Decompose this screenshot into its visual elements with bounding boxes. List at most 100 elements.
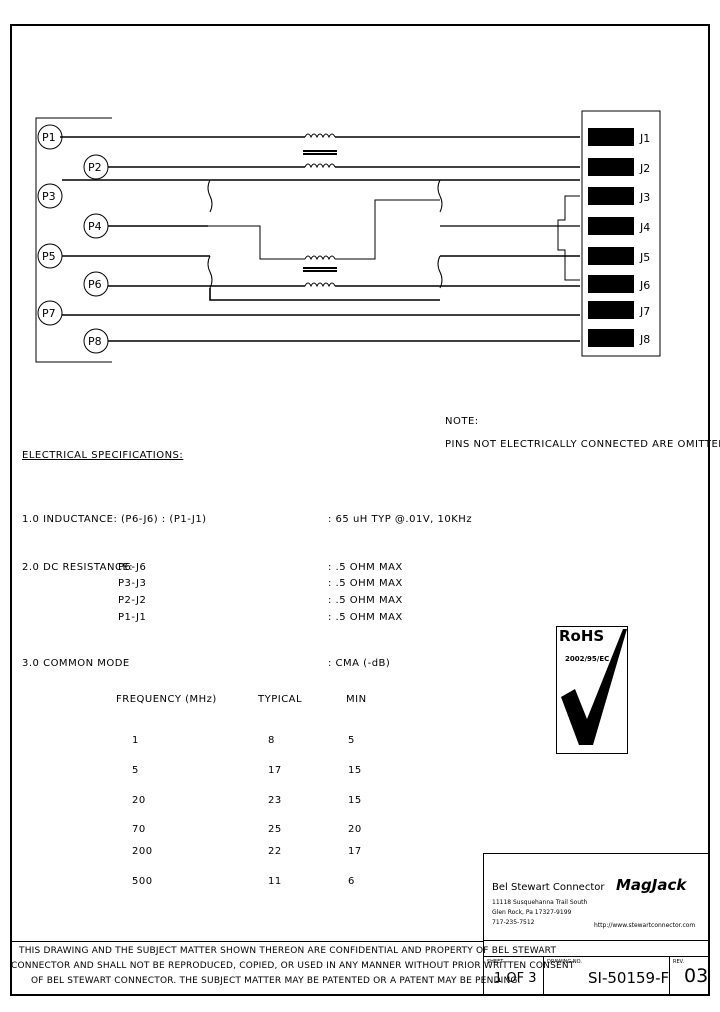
inductance-value: : 65 uH TYP @.01V, 10KHz (328, 514, 473, 525)
company-phone: 717-235-7512 (492, 919, 535, 926)
sheet-value: 1 OF 3 (494, 971, 537, 986)
cm-freq: 200 (132, 846, 153, 857)
pin-label-j3: J3 (639, 191, 650, 204)
pin-circle-p5 (37, 243, 63, 269)
pin-label-p7: P7 (42, 307, 56, 320)
coil-p6 (304, 282, 336, 288)
pin-circle-p7 (37, 300, 63, 326)
rohs-title: RoHS (559, 627, 605, 645)
cm-header-frequency: FREQUENCY (MHz) (116, 694, 217, 705)
cm-header-min: MIN (346, 694, 367, 705)
dc-pins: P6-J6 (118, 562, 147, 573)
cm-min: 15 (348, 795, 362, 806)
cm-typ: 23 (268, 795, 282, 806)
cm-typ: 25 (268, 824, 282, 835)
pin-label-p1: P1 (42, 131, 56, 144)
pin-block-j5 (588, 247, 634, 265)
company-address-2: Glen Rock, Pa 17327-9199 (492, 909, 572, 916)
company-website: http://www.stewartconnector.com (594, 922, 696, 929)
dc-pins: P2-J2 (118, 595, 147, 606)
common-mode-label: 3.0 COMMON MODE (22, 658, 130, 669)
pin-circle-p2 (83, 154, 109, 180)
disclaimer-line-1: THIS DRAWING AND THE SUBJECT MATTER SHOW… (19, 946, 557, 956)
pin-label-p5: P5 (42, 250, 56, 263)
right-connector-outline (581, 110, 661, 357)
pin-circle-p8 (83, 328, 109, 354)
check-mark-icon (561, 629, 627, 745)
pin-circle-p4 (83, 213, 109, 239)
cm-min: 5 (348, 735, 355, 746)
title-block-company: Bel Stewart Connector 11118 Susquehanna … (483, 853, 710, 941)
pin-block-j1 (588, 128, 634, 146)
coil-p4 (304, 255, 336, 261)
drawing-number: SI-50159-F (588, 969, 670, 987)
dc-value: : .5 OHM MAX (328, 612, 403, 623)
disclaimer-box: THIS DRAWING AND THE SUBJECT MATTER SHOW… (10, 941, 574, 996)
dc-value: : .5 OHM MAX (328, 562, 403, 573)
cm-min: 20 (348, 824, 362, 835)
cm-min: 17 (348, 846, 362, 857)
dc-resistance-label: 2.0 DC RESISTANCE: (22, 562, 134, 573)
rev-value: 03 (684, 965, 709, 987)
cm-typ: 11 (268, 876, 282, 887)
pin-label-p8: P8 (88, 335, 102, 348)
cm-typ: 8 (268, 735, 275, 746)
pin-label-j6: J6 (639, 279, 650, 292)
pin-block-j6 (588, 275, 634, 293)
pin-label-p6: P6 (88, 278, 102, 291)
cm-freq: 70 (132, 824, 146, 835)
cm-freq: 500 (132, 876, 153, 887)
dc-value: : .5 OHM MAX (328, 595, 403, 606)
pin-block-j2 (588, 158, 634, 176)
pin-label-j7: J7 (639, 305, 650, 318)
pin-block-j4 (588, 217, 634, 235)
cm-freq: 20 (132, 795, 146, 806)
dc-pins: P1-J1 (118, 612, 147, 623)
note-text: PINS NOT ELECTRICALLY CONNECTED ARE OMIT… (445, 439, 720, 450)
pin-label-j4: J4 (639, 221, 650, 234)
rev-label: REV. (673, 959, 684, 965)
disclaimer-line-2: CONNECTOR AND SHALL NOT BE REPRODUCED, C… (11, 961, 575, 971)
pin-label-p3: P3 (42, 190, 56, 203)
coil-p2 (304, 163, 336, 169)
common-mode-value: : CMA (-dB) (328, 658, 391, 669)
cm-typ: 17 (268, 765, 282, 776)
cm-min: 6 (348, 876, 355, 887)
pin-block-j3 (588, 187, 634, 205)
cm-typ: 22 (268, 846, 282, 857)
company-address-1: 11118 Susquehanna Trail South (492, 899, 588, 906)
cm-header-typical: TYPICAL (258, 694, 303, 705)
pin-label-p2: P2 (88, 161, 102, 174)
pin-block-j7 (588, 301, 634, 319)
revision-cell: REV. 03 (669, 956, 710, 996)
inductance-label: 1.0 INDUCTANCE: (P6-J6) : (P1-J1) (22, 514, 207, 525)
schematic-diagram: P1 P2 P3 P4 P5 P6 P7 P8 J1 J2 J3 J4 J5 J… (35, 110, 661, 363)
dc-value: : .5 OHM MAX (328, 578, 403, 589)
pin-circle-p1 (37, 124, 63, 150)
rohs-directive: 2002/95/EC (565, 655, 610, 663)
company-name: Bel Stewart Connector (492, 882, 605, 893)
left-connector-outline (35, 117, 112, 363)
coil-p1 (304, 133, 336, 139)
disclaimer-line-3: OF BEL STEWART CONNECTOR. THE SUBJECT MA… (31, 976, 521, 986)
magjack-logo: MagJack (616, 876, 687, 894)
pin-label-j8: J8 (639, 333, 650, 346)
pin-label-p4: P4 (88, 220, 102, 233)
pin-label-j2: J2 (639, 162, 650, 175)
sheet-label: SHEET (487, 959, 504, 965)
pin-circle-p3 (37, 183, 63, 209)
drawing-label: DRAWING NO. (547, 959, 582, 965)
cm-freq: 5 (132, 765, 139, 776)
specs-heading: ELECTRICAL SPECIFICATIONS: (22, 450, 184, 461)
pin-circle-p6 (83, 271, 109, 297)
pin-label-j1: J1 (639, 132, 650, 145)
dc-pins: P3-J3 (118, 578, 147, 589)
drawing-number-cell: DRAWING NO. SI-50159-F (543, 956, 670, 996)
cm-min: 15 (348, 765, 362, 776)
pin-label-j5: J5 (639, 251, 650, 264)
sheet-cell: SHEET 1 OF 3 (483, 956, 544, 996)
cm-freq: 1 (132, 735, 139, 746)
pin-block-j8 (588, 329, 634, 347)
rohs-logo: RoHS 2002/95/EC (556, 626, 628, 754)
note-title: NOTE: (445, 416, 479, 427)
